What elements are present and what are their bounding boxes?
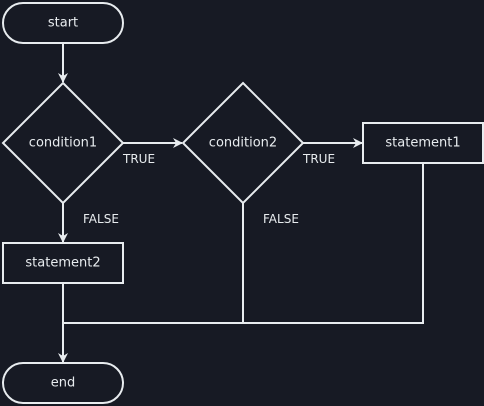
edge-label-condition2-false: FALSE [263,212,299,226]
node-start-label: start [48,16,78,31]
node-statement1[interactable]: statement1 [362,122,484,164]
node-condition2-label: condition2 [209,136,277,151]
node-statement1-label: statement1 [385,136,460,151]
node-statement2-label: statement2 [25,256,100,271]
edge-label-condition2-true: TRUE [302,152,335,166]
node-condition1-label: condition1 [29,136,97,151]
edge-statement1-down [63,163,424,324]
node-start[interactable]: start [2,2,124,44]
node-condition2[interactable]: condition2 [181,81,305,205]
node-end[interactable]: end [2,362,124,404]
node-statement2[interactable]: statement2 [2,242,124,284]
edge-label-condition1-true: TRUE [122,152,155,166]
node-end-label: end [51,376,76,391]
edge-label-condition1-false: FALSE [83,212,119,226]
node-condition1[interactable]: condition1 [1,81,125,205]
